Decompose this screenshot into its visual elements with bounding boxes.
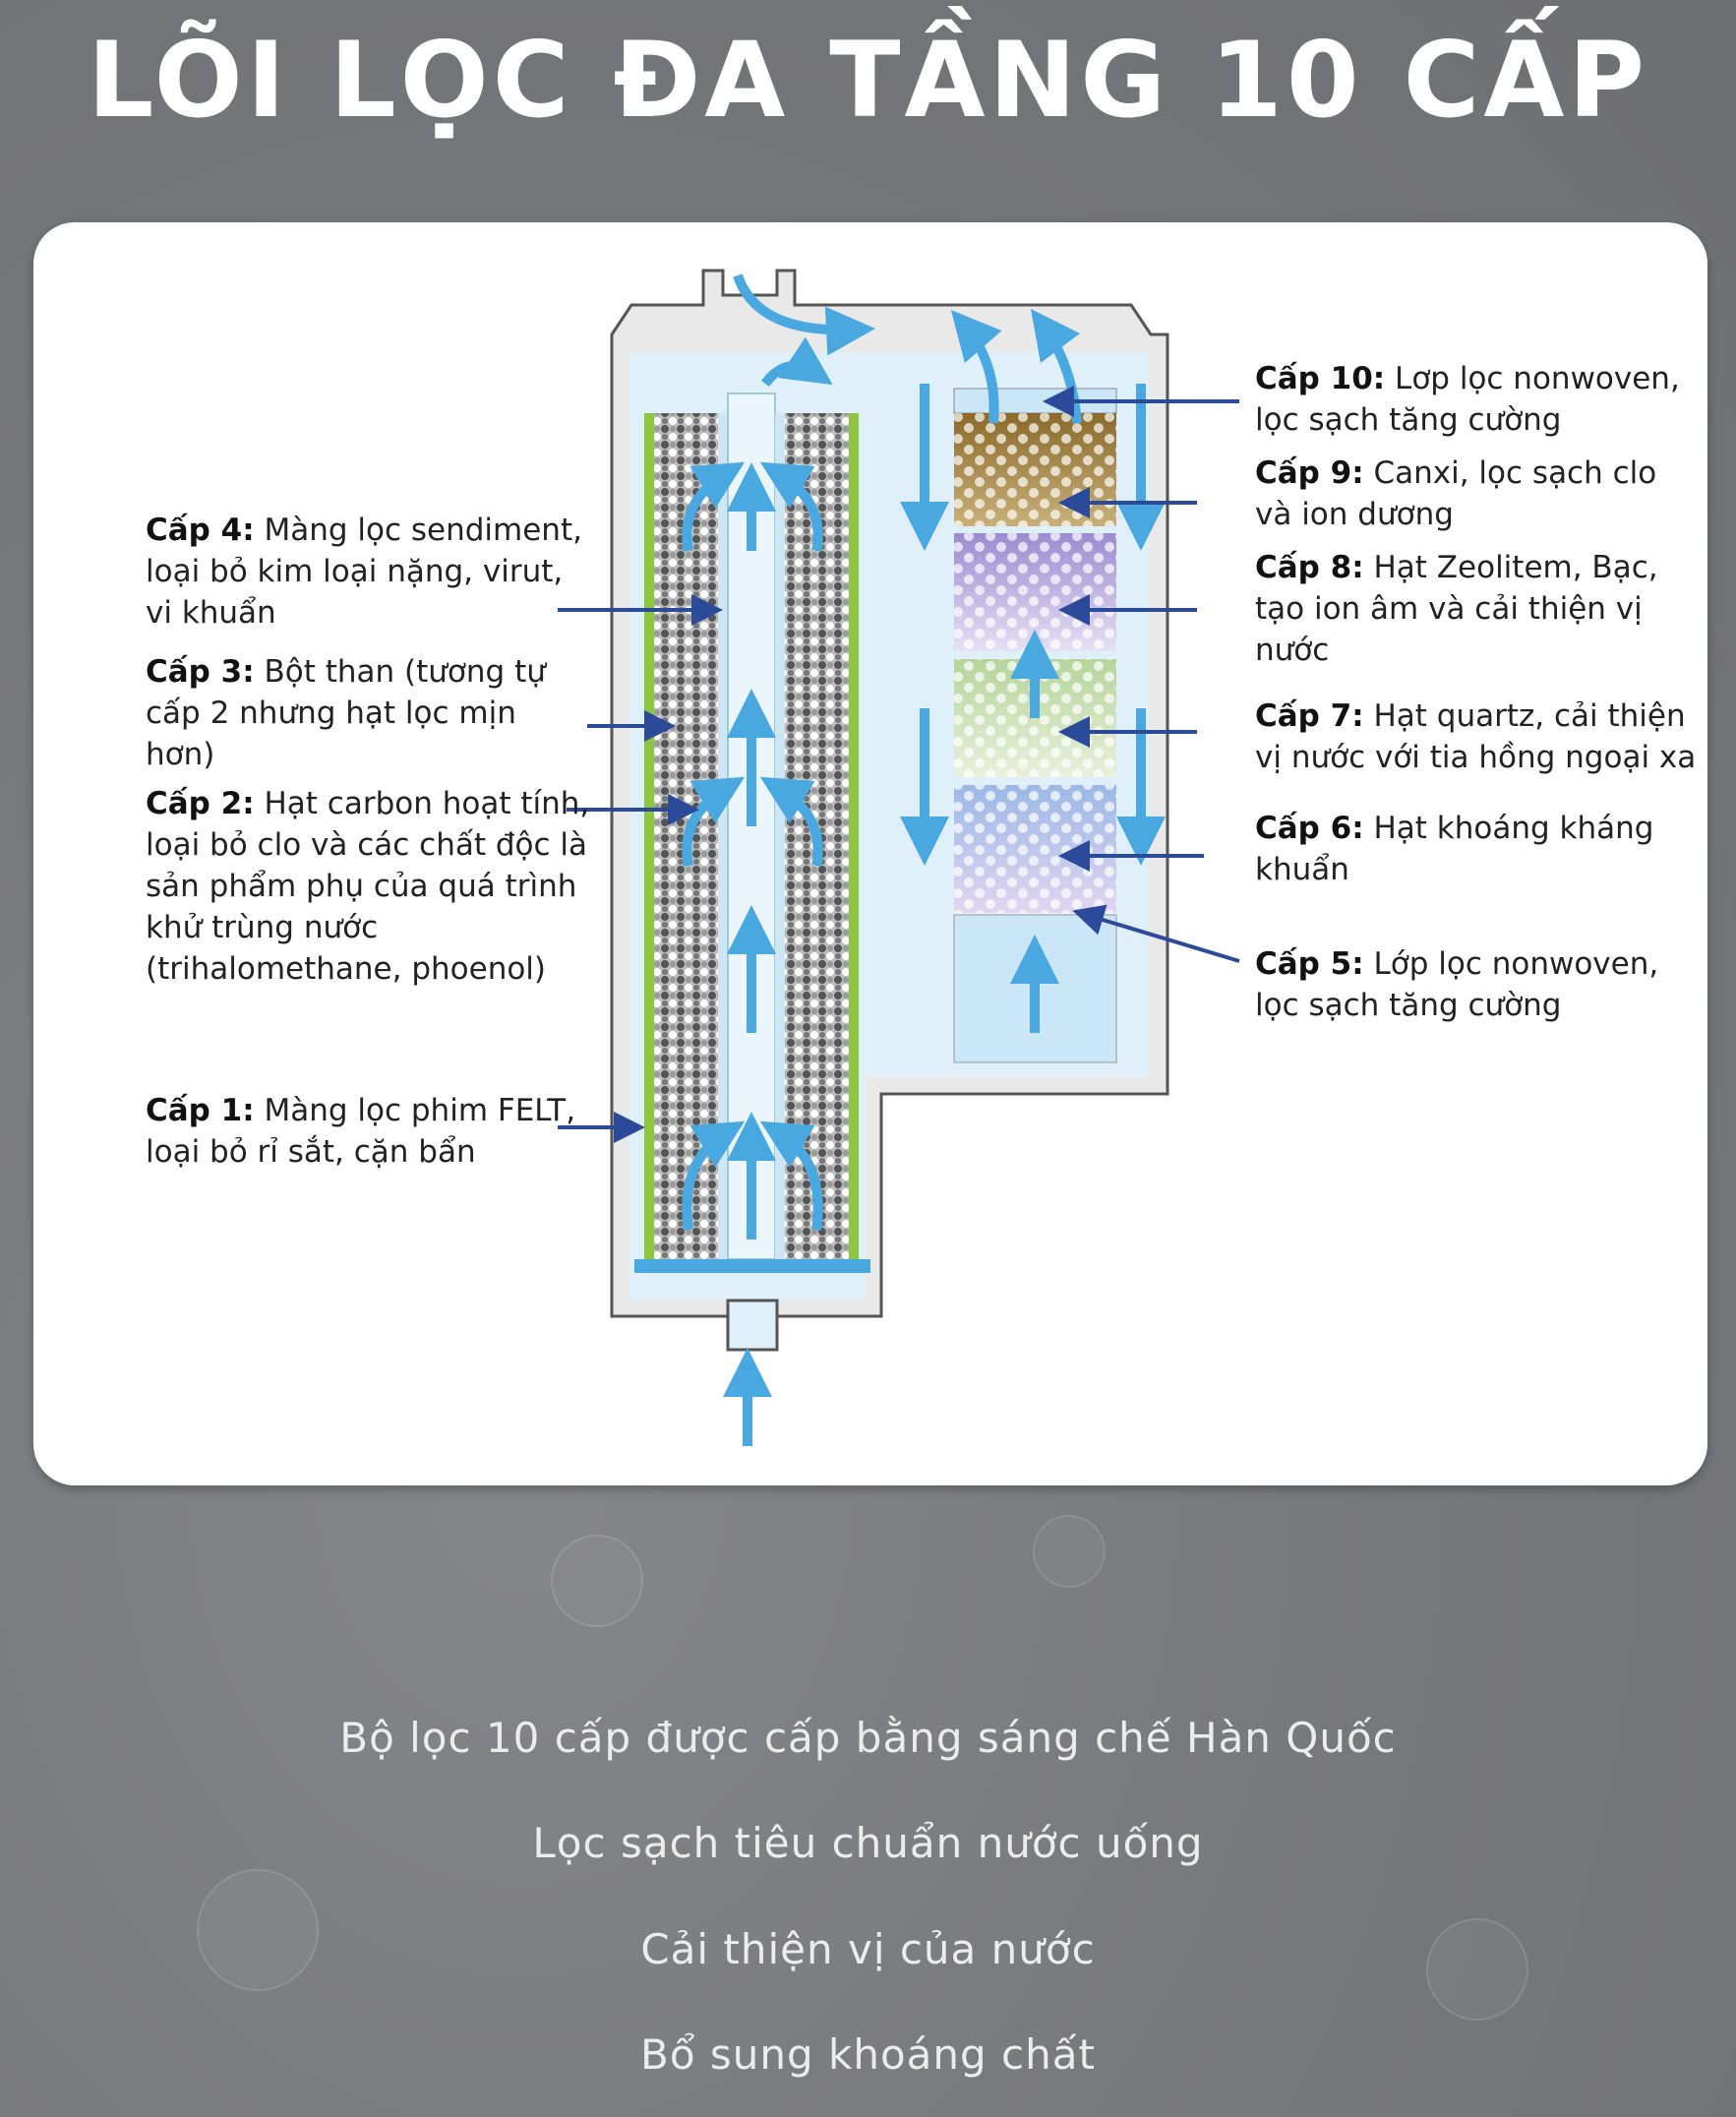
stage-description: Màng lọc phim FELT, loại bỏ rỉ sắt, cặn … [146, 1093, 576, 1170]
stage-number: Cấp 1: [146, 1093, 255, 1128]
stage-number: Cấp 10: [1255, 361, 1386, 396]
water-bubble [1426, 1918, 1528, 2021]
stage-3-label: Cấp 3: Bột than (tương tự cấp 2 nhưng hạ… [146, 651, 546, 775]
benefit-minerals: Bổ sung khoáng chất [640, 2030, 1096, 2079]
stage-description: Màng lọc sendiment, loại bỏ kim loại nặn… [146, 513, 582, 631]
stage-description: Lơp lọc nonwoven, lọc sạch tăng cường [1255, 361, 1680, 438]
water-bubble [197, 1869, 319, 1991]
stage-description: Hạt quartz, cải thiện vị nước với tia hồ… [1255, 698, 1697, 775]
pointer-lines [558, 386, 1240, 1143]
stage-description: Hạt carbon hoạt tính, loại bỏ clo và các… [146, 786, 590, 987]
stage-8-label: Cấp 8: Hạt Zeolitem, Bạc, tạo ion âm và … [1255, 547, 1658, 671]
page-title: LÕI LỌC ĐA TẦNG 10 CẤP [87, 20, 1649, 141]
stage-number: Cấp 3: [146, 654, 255, 690]
stage-number: Cấp 9: [1255, 455, 1364, 491]
stage-number: Cấp 5: [1255, 946, 1364, 982]
stage-number: Cấp 6: [1255, 811, 1364, 846]
stage-9-label: Cấp 9: Canxi, lọc sạch clo và ion dương [1255, 453, 1656, 535]
stage-description: Bột than (tương tự cấp 2 nhưng hạt lọc m… [146, 654, 546, 772]
stage-6-label: Cấp 6: Hạt khoáng kháng khuẩn [1255, 808, 1653, 890]
stage-1-label: Cấp 1: Màng lọc phim FELT, loại bỏ rỉ sắ… [146, 1090, 575, 1173]
stage-10-label: Cấp 10: Lơp lọc nonwoven, lọc sạch tăng … [1255, 358, 1680, 441]
stage-description: Canxi, lọc sạch clo và ion dương [1255, 455, 1657, 532]
stage-2-label: Cấp 2: Hạt carbon hoạt tính, loại bỏ clo… [146, 783, 589, 990]
filter-diagram [558, 269, 1240, 1446]
stage-5-label: Cấp 5: Lớp lọc nonwoven, lọc sạch tăng c… [1255, 943, 1658, 1026]
stage-4-label: Cấp 4: Màng lọc sendiment, loại bỏ kim l… [146, 510, 582, 634]
benefit-drinking-standard: Lọc sạch tiêu chuẩn nước uống [532, 1819, 1204, 1867]
stage-7-label: Cấp 7: Hạt quartz, cải thiện vị nước với… [1255, 696, 1696, 778]
water-bubble [551, 1535, 643, 1627]
stage-number: Cấp 4: [146, 513, 255, 548]
stage-description: Hạt khoáng kháng khuẩn [1255, 811, 1654, 887]
stage-number: Cấp 2: [146, 786, 255, 821]
water-bubble [1033, 1515, 1106, 1588]
stage-description: Lớp lọc nonwoven, lọc sạch tăng cường [1255, 946, 1659, 1023]
stage-description: Hạt Zeolitem, Bạc, tạo ion âm và cải thi… [1255, 550, 1658, 668]
stage-number: Cấp 7: [1255, 698, 1364, 734]
stage-number: Cấp 8: [1255, 550, 1364, 585]
benefit-taste: Cải thiện vị của nước [640, 1925, 1096, 1973]
benefit-patent: Bộ lọc 10 cấp được cấp bằng sáng chế Hàn… [339, 1714, 1397, 1762]
